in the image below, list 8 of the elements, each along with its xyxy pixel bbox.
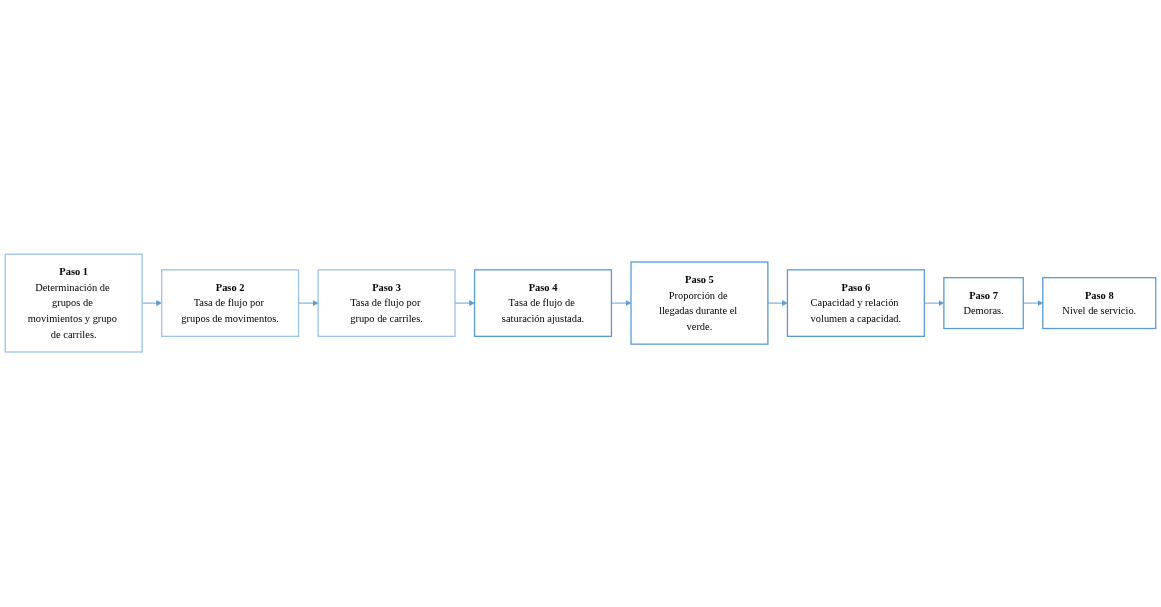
node-box: Paso 1 Determinación de grupos de movimientos y grupo de carriles. — [4, 253, 143, 354]
node-box: Paso 4 Tasa de flujo de saturación ajustada. — [473, 269, 613, 338]
node-box: Paso 8 Nivel de servicio. — [1042, 277, 1157, 330]
node-box: Paso 2 Tasa de flujo por grupos de movimentos. — [161, 269, 300, 338]
node-box: Paso 6 Capacidad y relación volumen a capacidad. — [786, 269, 925, 338]
node-box: Paso 3 Tasa de flujo por grupo de carriles. — [317, 269, 456, 338]
node-box: Paso 7 Demoras. — [943, 277, 1024, 330]
node-box: Paso 5 Proporción de llegadas durante el verde. — [630, 261, 769, 346]
